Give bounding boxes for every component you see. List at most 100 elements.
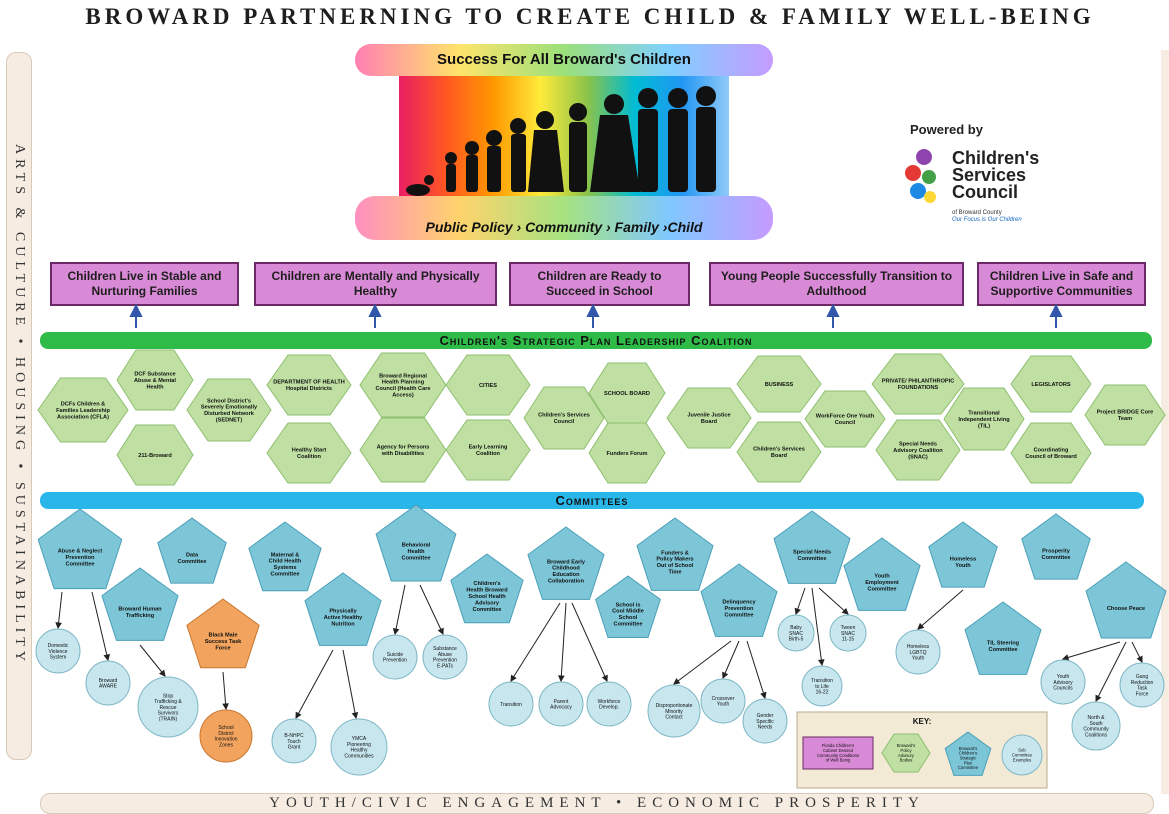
task-force-pentagon xyxy=(186,598,260,669)
goal-box-3: Children are Ready to Succeed in School xyxy=(509,262,690,306)
coalition-hexagon xyxy=(588,422,666,484)
connector-line xyxy=(746,640,766,699)
connector-arrowhead xyxy=(760,691,767,700)
subcommittee-circle xyxy=(488,681,534,727)
connector-line xyxy=(1095,641,1127,702)
committee-pentagon xyxy=(843,537,921,611)
connector-line xyxy=(560,602,567,682)
committee-pentagon xyxy=(450,553,524,624)
coalition-hexagon xyxy=(116,424,194,486)
csc-logo-icon xyxy=(905,149,936,203)
subcommittee-circle xyxy=(700,678,746,724)
coalition-hexagon xyxy=(116,349,194,411)
key-coalition-swatch xyxy=(881,733,931,773)
committee-label: Choose Peace xyxy=(1107,606,1145,612)
connector-arrowhead xyxy=(392,627,400,636)
committee-pentagon xyxy=(1085,561,1167,639)
coalition-hexagon xyxy=(266,422,352,484)
coalition-hexagon xyxy=(1010,355,1092,413)
subcommittee-circle xyxy=(801,665,843,707)
connector-arrowhead xyxy=(510,674,517,682)
coalition-hexagon xyxy=(266,354,352,416)
coalition-member-label: 211-Broward xyxy=(138,453,172,459)
coalition-hexagon xyxy=(186,378,272,442)
coalition-bar: Children's Strategic Plan Leadership Coa… xyxy=(40,332,1152,349)
connector-line xyxy=(222,671,227,710)
connector-line xyxy=(818,587,849,615)
coalition-hexagon xyxy=(736,355,822,413)
coalition-hexagon xyxy=(445,419,531,481)
subcommittee-circle xyxy=(271,718,317,764)
connector-arrowhead xyxy=(351,711,359,720)
subcommittee-circle xyxy=(586,681,632,727)
subcommittee-label: Transition xyxy=(500,702,522,708)
committee-pentagon xyxy=(700,563,778,637)
connector-line xyxy=(91,591,109,661)
subcommittee-circle xyxy=(1119,662,1165,708)
coalition-hexagon xyxy=(871,353,965,415)
subcommittee-circle xyxy=(422,634,468,680)
connector-line xyxy=(295,649,334,719)
subcommittee-circle xyxy=(777,614,815,652)
connector-line xyxy=(571,602,608,682)
right-border xyxy=(1161,50,1169,794)
connector-line xyxy=(1062,641,1121,660)
coalition-hexagon xyxy=(666,387,752,449)
coalition-member-label: SCHOOL BOARD xyxy=(604,391,650,397)
committees-bar: Committees xyxy=(40,492,1144,509)
brand-name-line1: Children's xyxy=(952,148,1040,168)
hero-bottom-text: Public Policy › Community › Family ›Chil… xyxy=(425,219,703,235)
connector-arrowhead xyxy=(55,622,62,630)
committee-pentagon xyxy=(773,510,851,584)
subcommittee-circle xyxy=(647,684,701,738)
brand-sub: of Broward County xyxy=(952,210,1002,216)
hero-top-text: Success For All Broward's Children xyxy=(437,51,691,68)
subcommittee-circle xyxy=(1040,659,1086,705)
committee-pentagon xyxy=(928,521,998,588)
subcommittee-circle xyxy=(85,660,131,706)
connector-arrowhead xyxy=(601,674,608,683)
coalition-member-label: CITIES xyxy=(479,383,497,389)
goal-box-1: Children Live in Stable and Nurturing Fa… xyxy=(50,262,239,306)
key-title: KEY: xyxy=(913,717,932,726)
connector-line xyxy=(673,640,732,685)
subcommittee-circle xyxy=(829,614,867,652)
connector-arrowhead xyxy=(673,678,681,685)
connector-line xyxy=(510,602,561,682)
connector-arrowhead xyxy=(158,669,166,677)
brand-name: Children's Services Council xyxy=(952,148,1040,201)
committee-pentagon xyxy=(101,567,179,641)
connector-arrowhead xyxy=(1136,655,1143,663)
coalition-hexagon xyxy=(736,421,822,483)
